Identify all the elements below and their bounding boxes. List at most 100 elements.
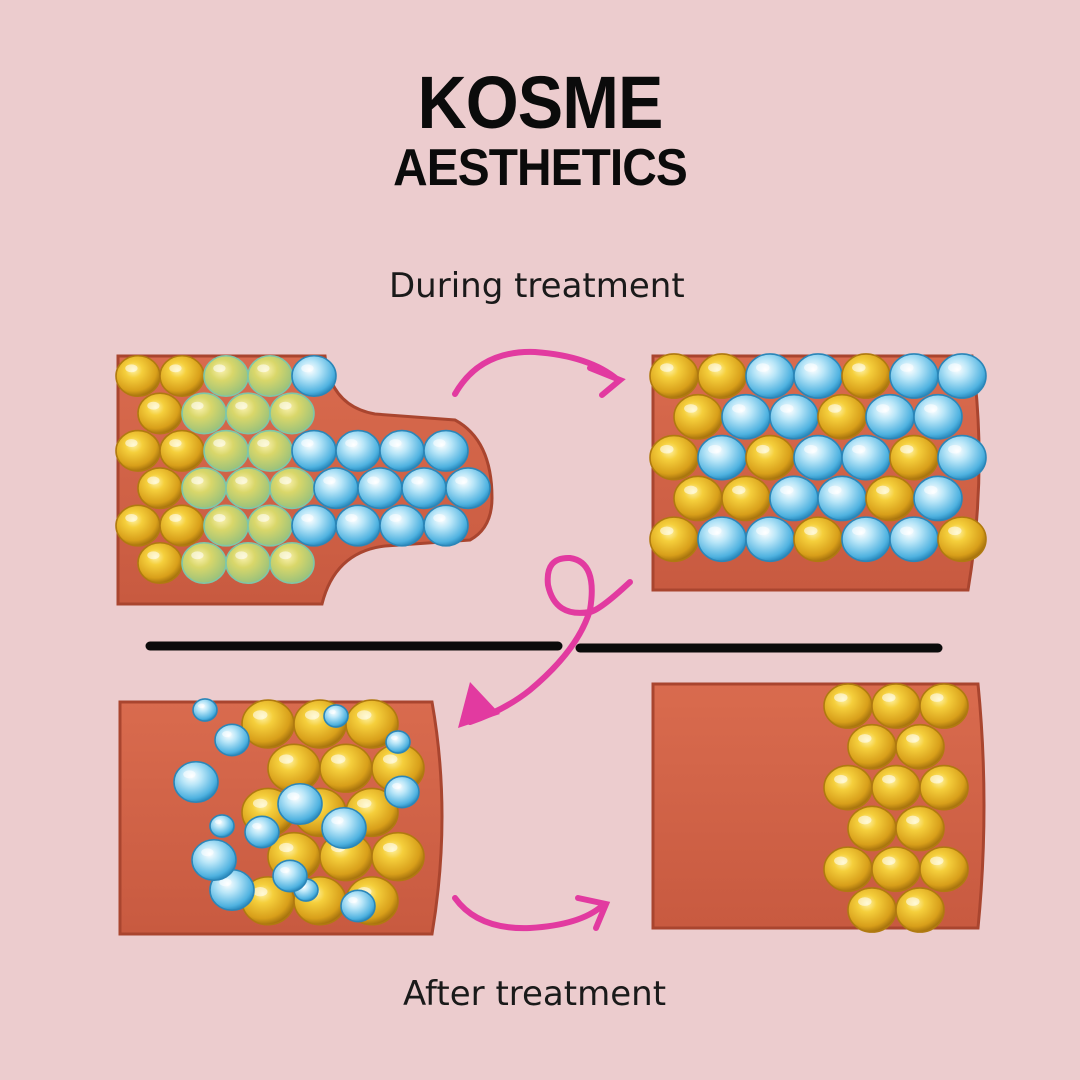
fat-cell (673, 393, 723, 440)
cell-highlight (213, 364, 226, 373)
cell-highlight (329, 709, 336, 714)
frozen-cell (889, 353, 939, 399)
cell-highlight (834, 856, 848, 866)
cell-highlight (257, 439, 270, 448)
frozen-cell (937, 353, 987, 399)
frozen-cell (423, 504, 469, 547)
frozen-cell (769, 393, 819, 440)
cell-highlight (215, 819, 222, 824)
cell-highlight (391, 735, 398, 740)
frozen-cell (214, 723, 250, 757)
cell-highlight (433, 513, 446, 522)
fat-cell (649, 434, 699, 481)
fat-cell (937, 516, 987, 563)
fat-cell (269, 541, 315, 585)
brand-logo-line2: AESTHETICS (393, 139, 688, 197)
cell-highlight (191, 551, 204, 560)
fat-cell (841, 353, 891, 399)
cell-highlight (367, 476, 380, 485)
cell-highlight (279, 401, 292, 410)
frozen-cell (769, 475, 819, 522)
cell-highlight (257, 364, 270, 373)
cell-highlight (924, 404, 938, 413)
cell-highlight (213, 439, 226, 448)
fat-cell (823, 683, 873, 729)
frozen-cell (340, 889, 376, 923)
cell-highlight (382, 842, 398, 853)
cell-highlight (708, 363, 722, 372)
cell-highlight (876, 485, 890, 495)
cell-highlight (382, 754, 398, 764)
fat-cell (319, 743, 373, 793)
cell-highlight (455, 476, 468, 485)
cell-highlight (882, 693, 896, 702)
fat-cell (159, 429, 205, 472)
frozen-cell (272, 859, 308, 893)
cell-highlight (756, 526, 770, 536)
fat-cell (159, 354, 205, 398)
frozen-cell (913, 475, 963, 522)
cell-cluster (823, 683, 969, 933)
cell-highlight (930, 774, 944, 784)
frozen-cell (817, 475, 867, 522)
frozen-cell (277, 782, 323, 826)
cell-highlight (392, 782, 402, 790)
cell-highlight (323, 476, 336, 485)
fat-cell (919, 846, 969, 893)
fat-cell (247, 429, 293, 472)
cell-highlight (732, 404, 746, 413)
fat-cell (203, 429, 249, 472)
frozen-cell (745, 353, 795, 399)
cell-highlight (780, 485, 794, 495)
cell-highlight (876, 404, 890, 413)
cell-highlight (433, 439, 446, 448)
fat-cell (203, 354, 249, 398)
caption-after-treatment: After treatment (403, 974, 667, 1014)
caption-during-treatment: During treatment (389, 266, 685, 306)
cell-highlight (147, 476, 160, 485)
fat-cell (115, 504, 161, 547)
cell-highlight (684, 485, 698, 495)
fat-cell (225, 467, 271, 510)
cell-highlight (930, 693, 944, 702)
cell-highlight (183, 770, 196, 779)
fat-cell (137, 467, 183, 510)
cell-highlight (198, 703, 205, 708)
frozen-cell (379, 429, 425, 472)
frozen-cell (423, 429, 469, 472)
fat-cell (649, 353, 699, 399)
cell-highlight (684, 404, 698, 413)
cell-highlight (804, 363, 818, 372)
cell-highlight (356, 798, 372, 808)
cell-highlight (280, 866, 290, 874)
fat-cell (847, 887, 897, 933)
fat-cell (371, 831, 425, 882)
cell-cluster (649, 353, 987, 563)
cell-highlight (304, 710, 320, 720)
cell-highlight (389, 439, 402, 448)
cell-highlight (906, 815, 920, 825)
fat-cell (721, 475, 771, 522)
cell-highlight (235, 401, 248, 410)
cell-highlight (756, 363, 770, 372)
cell-highlight (732, 485, 746, 495)
frozen-cell (841, 516, 891, 563)
frozen-cell (445, 467, 491, 510)
fat-cell (673, 475, 723, 522)
fat-cell (241, 699, 295, 749)
cell-highlight (948, 444, 962, 454)
fat-cell (225, 541, 271, 585)
fat-cell (137, 541, 183, 585)
arrow-bottom (452, 895, 611, 932)
cell-highlight (389, 513, 402, 522)
panel-cells-dying (118, 698, 444, 936)
cell-highlight (301, 439, 314, 448)
frozen-cell (865, 393, 915, 440)
panel-crystallized-cells (649, 353, 987, 592)
fat-cell (137, 392, 183, 435)
cell-highlight (201, 848, 214, 857)
frozen-cell (244, 815, 280, 849)
cell-highlight (756, 444, 770, 454)
cell-highlight (213, 513, 226, 522)
arrow-loop (467, 554, 633, 725)
